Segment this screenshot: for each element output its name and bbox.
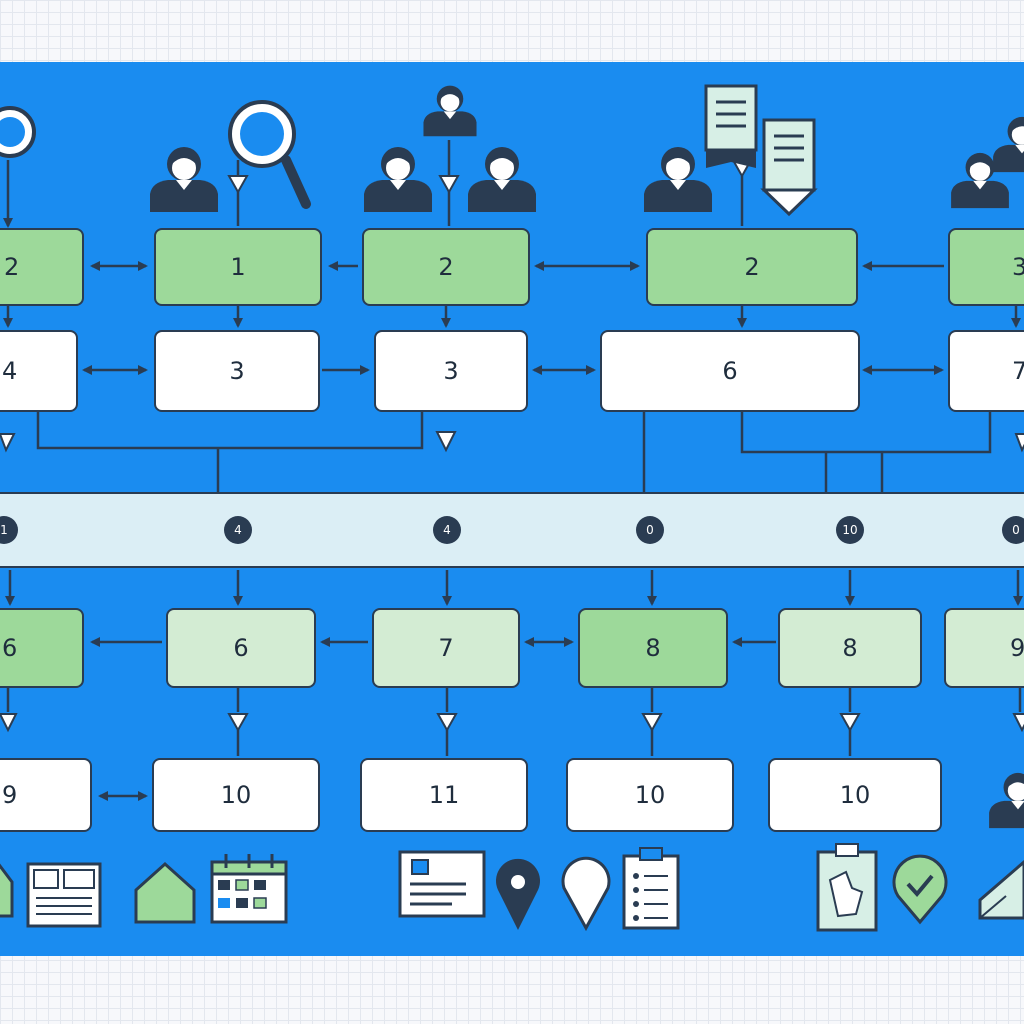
arrowhead [436, 713, 458, 733]
arrowhead [438, 175, 460, 195]
arrowhead [227, 713, 249, 733]
clipboard-icon [816, 843, 878, 932]
timeline-marker-2[interactable]: 4 [433, 516, 461, 544]
node-r4-3[interactable]: 10 [566, 758, 734, 832]
arrowhead [435, 431, 457, 453]
node-r2-3[interactable]: 6 [600, 330, 860, 412]
node-r1-4[interactable]: 3 [948, 228, 1024, 306]
node-r1-0[interactable]: 2 [0, 228, 84, 306]
timeline-marker-0[interactable]: 1 [0, 516, 18, 544]
node-r3-1[interactable]: 6 [166, 608, 316, 688]
check-badge-icon [892, 854, 948, 925]
node-r4-0[interactable]: 9 [0, 758, 92, 832]
arrowhead [0, 713, 18, 733]
node-r3-3[interactable]: 8 [578, 608, 728, 688]
person-icon [423, 85, 477, 137]
node-r2-1[interactable]: 3 [154, 330, 320, 412]
arrowhead [641, 713, 663, 733]
person-icon [993, 116, 1024, 173]
node-r4-1[interactable]: 10 [152, 758, 320, 832]
house-icon [0, 863, 14, 918]
house-icon [134, 861, 196, 924]
node-r1-1[interactable]: 1 [154, 228, 322, 306]
arrowhead [0, 433, 16, 453]
newspaper-icon [26, 862, 102, 928]
node-r3-4[interactable]: 8 [778, 608, 922, 688]
map-pin-icon [496, 858, 540, 930]
person-icon [150, 147, 218, 212]
node-r1-3[interactable]: 2 [646, 228, 858, 306]
arrowhead [1012, 713, 1024, 733]
node-r3-0[interactable]: 6 [0, 608, 84, 688]
magnifier-icon [228, 100, 311, 209]
document-icon [760, 118, 818, 217]
timeline-marker-3[interactable]: 0 [636, 516, 664, 544]
node-r1-2[interactable]: 2 [362, 228, 530, 306]
timeline-marker-4[interactable]: 10 [836, 516, 864, 544]
node-r2-0[interactable]: 4 [0, 330, 78, 412]
envelope-icon [978, 860, 1024, 920]
timeline-marker-5[interactable]: 0 [1002, 516, 1024, 544]
document-icon [704, 84, 758, 168]
timeline-marker-1[interactable]: 4 [224, 516, 252, 544]
person-icon [644, 147, 712, 212]
node-r2-4[interactable]: 7 [948, 330, 1024, 412]
node-r2-2[interactable]: 3 [374, 330, 528, 412]
node-r3-5[interactable]: 9 [944, 608, 1024, 688]
arrowhead [839, 713, 861, 733]
form-icon [398, 850, 486, 918]
person-icon [468, 147, 536, 212]
calendar-icon [210, 854, 288, 924]
node-r4-4[interactable]: 10 [768, 758, 942, 832]
node-r3-2[interactable]: 7 [372, 608, 520, 688]
person-icon [989, 772, 1024, 829]
arrowhead [1014, 433, 1024, 453]
magnifier-icon [0, 106, 36, 158]
node-r4-2[interactable]: 11 [360, 758, 528, 832]
person-icon [364, 147, 432, 212]
arrowhead [227, 175, 249, 195]
map-pin-icon [561, 856, 611, 932]
clipboard-icon [622, 847, 680, 930]
